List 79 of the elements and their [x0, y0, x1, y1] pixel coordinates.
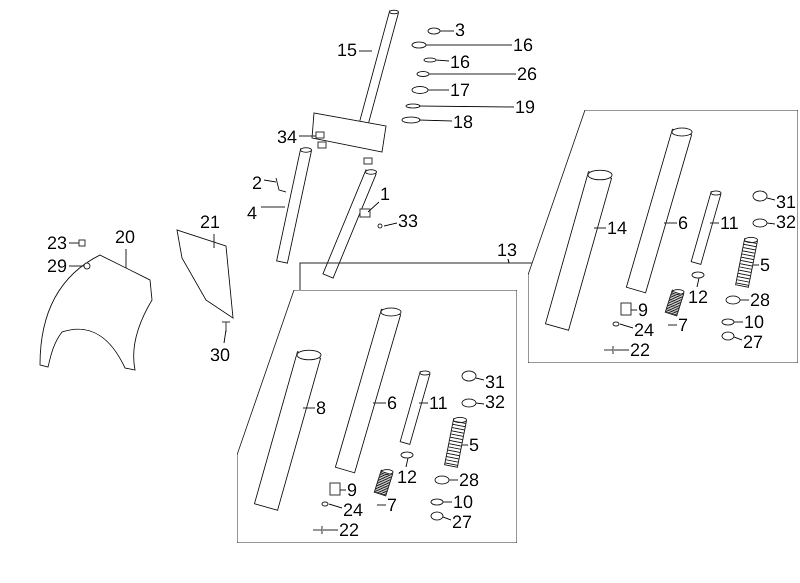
- callout-number: 20: [115, 228, 136, 246]
- callout-number: 5: [760, 256, 770, 274]
- leader-line: [376, 504, 386, 506]
- leader-line: [418, 120, 452, 122]
- leader-line: [260, 206, 286, 208]
- callout-number: 32: [485, 393, 506, 411]
- callout-number: 29: [47, 257, 68, 275]
- leader-line: [406, 458, 408, 468]
- callout-number: 30: [210, 346, 230, 364]
- callout-number: 8: [316, 399, 326, 417]
- callout-number: 16: [450, 53, 470, 71]
- callout-number: 33: [398, 212, 418, 230]
- callout-number: 10: [453, 493, 474, 511]
- callout-number: 1: [380, 185, 390, 203]
- callout-number: 23: [47, 234, 68, 252]
- callout-number: 34: [277, 128, 298, 146]
- callout-number: 6: [387, 394, 398, 412]
- callout-number: 14: [607, 219, 628, 237]
- callout-number: 12: [397, 468, 418, 486]
- leader-line: [358, 50, 372, 52]
- leader-line: [440, 30, 454, 32]
- callout-number: 6: [678, 214, 688, 232]
- leader-line: [476, 402, 484, 404]
- callout-number: 12: [688, 288, 708, 306]
- callout-number: 24: [634, 321, 654, 339]
- group-outline: [237, 290, 517, 543]
- leader-line: [664, 222, 678, 224]
- callout-number: 7: [678, 316, 688, 334]
- leader-line: [300, 258, 510, 290]
- leader-line: [752, 264, 760, 266]
- callout-number: 11: [429, 394, 448, 412]
- leader-line: [710, 222, 720, 224]
- callout-number: 32: [776, 213, 796, 231]
- leader-line: [68, 242, 80, 244]
- leader-line: [426, 44, 512, 46]
- callout-number: 19: [515, 98, 536, 116]
- leader-line: [766, 222, 776, 224]
- callout-number: 4: [247, 204, 258, 222]
- callout-number: 3: [455, 21, 466, 39]
- callout-number: 27: [452, 513, 472, 531]
- callout-number: 11: [720, 214, 739, 232]
- leader-line: [668, 324, 678, 326]
- callout-number: 16: [513, 36, 534, 54]
- leader-line: [766, 198, 776, 200]
- leader-line: [384, 222, 398, 226]
- callout-number: 10: [744, 313, 764, 331]
- leader-line: [476, 378, 484, 380]
- callout-number: 2: [252, 174, 262, 192]
- callout-number: 7: [387, 496, 398, 514]
- callout-number: 28: [750, 291, 770, 309]
- callout-number: 31: [485, 373, 506, 391]
- leader-line: [224, 330, 226, 344]
- leader-line: [696, 278, 700, 288]
- leader-line: [418, 402, 428, 404]
- leader-line: [436, 60, 450, 62]
- callout-number: 27: [743, 333, 764, 351]
- leader-line: [620, 324, 634, 328]
- leader-line: [734, 336, 742, 340]
- leader-line: [442, 516, 452, 520]
- callout-number: 21: [200, 213, 220, 231]
- leader-line: [418, 106, 514, 108]
- leader-line: [368, 202, 380, 212]
- callout-number: 18: [453, 113, 474, 131]
- callout-number: 26: [517, 65, 538, 83]
- callout-number: 13: [497, 241, 518, 259]
- callout-number: 15: [337, 41, 358, 59]
- callout-number: 9: [347, 481, 358, 499]
- callout-number: 22: [339, 521, 360, 539]
- leader-line: [462, 444, 468, 446]
- callout-number: 31: [776, 193, 796, 211]
- leader-line: [372, 402, 386, 404]
- callout-number: 5: [469, 436, 480, 454]
- callout-number: 17: [450, 81, 470, 99]
- callout-number: 24: [343, 501, 364, 519]
- callout-number: 28: [459, 471, 480, 489]
- leader-line: [328, 504, 342, 508]
- leader-line: [264, 180, 276, 182]
- callout-number: 9: [638, 301, 648, 319]
- callout-number: 22: [630, 341, 650, 359]
